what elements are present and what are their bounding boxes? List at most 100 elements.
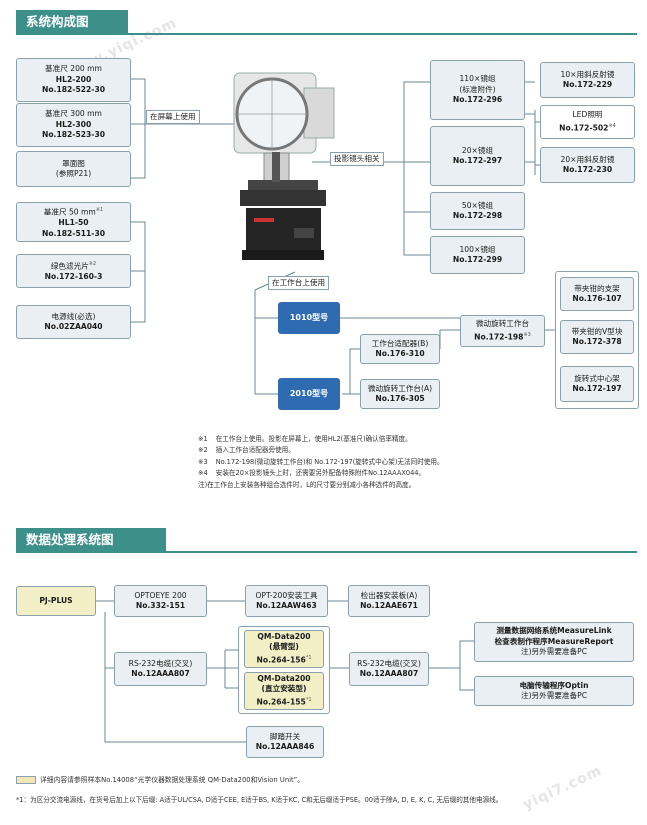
rotary-stage-a-code: No.176-305 xyxy=(375,394,425,403)
rotary-stage-note: ※3 xyxy=(523,331,531,338)
qm-data-standing-box: QM-Data200 (直立安装型) No.264-155*1 xyxy=(244,672,324,710)
model-2010-box: 2010型号 xyxy=(278,378,340,410)
scale-200-name: 基准尺 200 mm xyxy=(45,64,102,74)
foot-switch-code: No.12AAA846 xyxy=(255,742,315,751)
label-on-stage: 在工作台上使用 xyxy=(268,276,330,290)
lens-20x-box: 20×镜组 No.172-297 xyxy=(430,126,525,186)
qm-stand-note: *1 xyxy=(305,696,312,703)
rs232-right-code: No.12AAA807 xyxy=(359,669,419,678)
optoeye-name: OPTOEYE 200 xyxy=(134,590,187,600)
clamp-vblock-box: 带夹钳的V型块 No.172-378 xyxy=(560,320,634,354)
rotary-center-box: 旋转式中心架 No.172-197 xyxy=(560,366,634,402)
lens-20x-code: No.172-297 xyxy=(452,156,503,165)
rotary-stage-name: 微动旋转工作台 xyxy=(475,319,530,329)
lens-50x-name: 50×镜组 xyxy=(461,200,494,210)
scale-50-model: HL1-50 xyxy=(58,218,89,228)
lens-110x-note: (标准附件) xyxy=(459,84,496,94)
scale-300-box: 基准尺 300 mm HL2-300 No.182-523-30 xyxy=(16,103,131,147)
rs232-right-name: RS-232电缆(交叉) xyxy=(357,658,421,668)
overlay-chart-box: 罩面图 (参照P21) xyxy=(16,151,131,187)
green-filter-note: ※2 xyxy=(88,261,97,268)
measurelink-note: 注)另外需要准备PC xyxy=(521,647,587,657)
overlay-chart-ref: (参照P21) xyxy=(55,169,92,178)
rotary-stage-a-box: 微动旋转工作台(A) No.176-305 xyxy=(360,379,440,409)
mirror-10x-name: 10×用斜反射镜 xyxy=(560,69,615,79)
optoeye-code: No.332-151 xyxy=(135,601,186,610)
note-key: ※1 xyxy=(198,435,208,443)
optoeye-box: OPTOEYE 200 No.332-151 xyxy=(114,585,207,617)
qm-hang-name: QM-Data200 xyxy=(257,631,311,641)
lens-100x-code: No.172-299 xyxy=(452,255,503,264)
scale-300-code: No.182-523-30 xyxy=(41,130,106,140)
label-lens-related: 投影镜头相关 xyxy=(330,152,384,166)
qm-stand-name: QM-Data200 xyxy=(257,673,311,683)
rotary-stage-box: 微动旋转工作台 No.172-198※3 xyxy=(460,315,545,347)
optin-note: 注)另外需要准备PC xyxy=(521,691,587,700)
measurelink-name: 测量数据网络系统MeasureLink xyxy=(496,626,612,636)
rotary-stage-code: No.172-198 xyxy=(474,332,524,342)
clamp-holder-box: 带夹钳的支架 No.176-107 xyxy=(560,277,634,311)
lens-50x-box: 50×镜组 No.172-298 xyxy=(430,192,525,230)
lens-110x-box: 110×镜组 (标准附件) No.172-296 xyxy=(430,60,525,120)
power-cord-code: No.02ZAA040 xyxy=(44,322,103,331)
note-text: No.172-198(微动旋转工作台)和 No.172-197(旋转式中心架)无… xyxy=(215,457,444,466)
opt-tool-name: OPT-200安装工具 xyxy=(255,590,318,600)
scale-300-model: HL2-300 xyxy=(55,119,92,129)
rotary-center-code: No.172-197 xyxy=(572,384,622,393)
rs232-left-name: RS-232电缆(交叉) xyxy=(128,658,193,668)
led-illumination-code: No.172-502 xyxy=(559,123,609,133)
overlay-chart-name: 罩面图 xyxy=(62,158,85,168)
detector-plate-box: 检出器安装板(A) No.12AAE671 xyxy=(348,585,430,617)
lens-20x-name: 20×镜组 xyxy=(461,145,494,155)
profile-projector-image xyxy=(224,68,339,268)
scale-50-box: 基准尺 50 mm※1 HL1-50 No.182-511-30 xyxy=(16,202,131,242)
footnote: *1：为区分交流电源线，在货号后加上以下后缀: A适于UL/CSA, D适于CE… xyxy=(16,796,503,804)
led-illumination-note: ※4 xyxy=(608,122,616,129)
mirror-20x-code: No.172-230 xyxy=(562,165,613,174)
note-key: ※2 xyxy=(198,446,208,455)
legend-swatch xyxy=(16,776,36,784)
qm-data-hanging-box: QM-Data200 (悬臂型) No.264-156*1 xyxy=(244,630,324,668)
measurereport-name: 检查表制作程序MeasureReport xyxy=(494,636,614,646)
scale-200-model: HL2-200 xyxy=(55,74,92,84)
mirror-10x-box: 10×用斜反射镜 No.172-229 xyxy=(540,62,635,98)
lens-100x-name: 100×镜组 xyxy=(459,244,496,254)
section-title-system: 系统构成图 xyxy=(16,10,128,34)
qm-stand-type: (直立安装型) xyxy=(261,684,307,694)
measurelink-box: 测量数据网络系统MeasureLink 检查表制作程序MeasureReport… xyxy=(474,622,634,662)
green-filter-name: 绿色滤光片 xyxy=(50,261,89,271)
note-key: ※4 xyxy=(198,469,208,478)
detector-plate-code: No.12AAE671 xyxy=(360,601,418,610)
mirror-10x-code: No.172-229 xyxy=(562,80,613,89)
scale-50-name: 基准尺 50 mm xyxy=(43,207,96,217)
label-on-screen: 在屏幕上使用 xyxy=(146,110,200,124)
model-1010-box: 1010型号 xyxy=(278,302,340,334)
legend-text: 详细内容请参照样本No.14008“光学仪器数据处理系统 QM-Data200和… xyxy=(40,776,304,784)
clamp-vblock-name: 带夹钳的V型块 xyxy=(571,326,623,336)
stage-adapter-name: 工作台适配器(B) xyxy=(371,338,429,348)
green-filter-code: No.172-160-3 xyxy=(44,272,103,282)
qm-hang-note: *1 xyxy=(305,654,312,661)
clamp-holder-name: 带夹钳的支架 xyxy=(574,283,620,293)
qm-hang-type: (悬臂型) xyxy=(269,642,299,652)
rotary-center-name: 旋转式中心架 xyxy=(574,373,620,383)
clamp-vblock-code: No.172-378 xyxy=(572,337,622,346)
stage-adapter-box: 工作台适配器(B) No.176-310 xyxy=(360,334,440,364)
section-divider xyxy=(16,551,637,553)
lens-110x-code: No.172-296 xyxy=(452,95,503,105)
scale-50-note: ※1 xyxy=(95,206,104,213)
foot-switch-name: 脚踏开关 xyxy=(269,731,301,741)
pj-plus-box: PJ-PLUS xyxy=(16,586,96,616)
note-item: 注)在工作台上安装各种组合选件时，L的尺寸要分别减小各种选件的高度。 xyxy=(198,480,444,491)
pj-plus-name: PJ-PLUS xyxy=(39,595,73,605)
mirror-20x-name: 20×用斜反射镜 xyxy=(560,154,615,164)
scale-50-code: No.182-511-30 xyxy=(41,228,106,238)
led-illumination-box: LED照明 No.172-502※4 xyxy=(540,105,635,139)
scale-300-name: 基准尺 300 mm xyxy=(45,109,102,119)
detector-plate-name: 检出器安装板(A) xyxy=(360,590,418,600)
scale-200-box: 基准尺 200 mm HL2-200 No.182-522-30 xyxy=(16,58,131,102)
